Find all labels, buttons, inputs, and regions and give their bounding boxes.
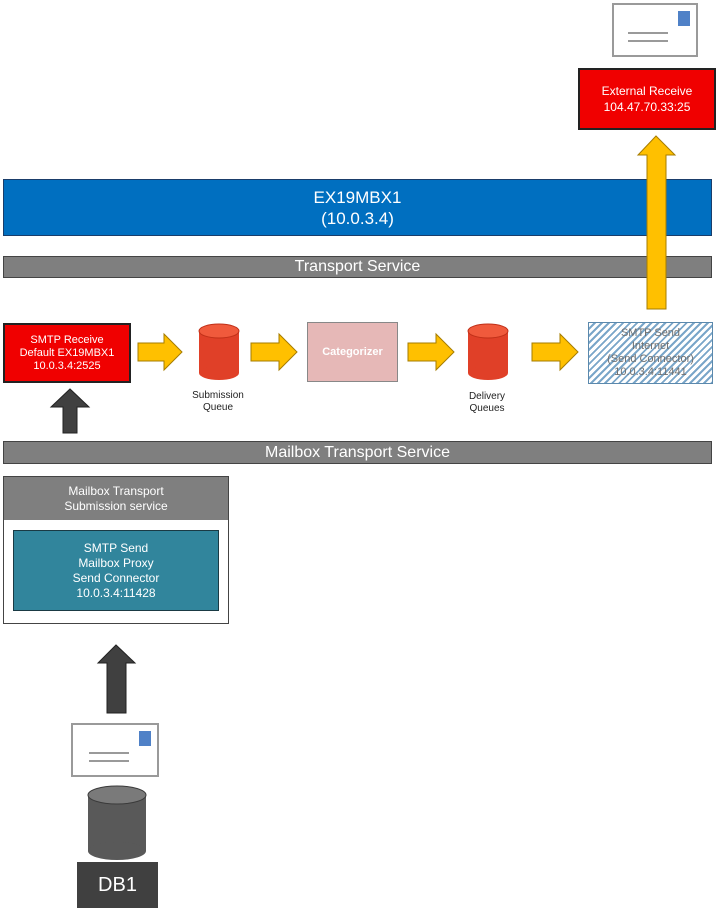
flow-arrow-icon bbox=[96, 644, 137, 714]
categorizer-box: Categorizer bbox=[307, 322, 398, 382]
flow-arrow-icon bbox=[49, 388, 91, 434]
submission-queue-label: Submission Queue bbox=[183, 390, 253, 414]
smtp-send-internet-address: 10.0.3.4:11441 bbox=[614, 366, 687, 378]
smtp-send-internet-box: SMTP Send Internet (Send Connector) 10.0… bbox=[588, 322, 713, 384]
smtp-send-internet-name: Internet bbox=[631, 340, 670, 352]
external-receive-box: External Receive 104.47.70.33:25 bbox=[578, 68, 716, 130]
flow-arrow-icon bbox=[636, 135, 677, 310]
submission-service-title-line1: Mailbox Transport bbox=[68, 483, 164, 498]
categorizer-label: Categorizer bbox=[322, 346, 383, 358]
submission-service-title-line2: Submission service bbox=[64, 498, 168, 513]
smtp-receive-connector: Default EX19MBX1 bbox=[19, 346, 115, 359]
db1-label: DB1 bbox=[98, 873, 137, 896]
delivery-queues-label: Delivery Queues bbox=[452, 391, 522, 415]
queue-cylinder-icon bbox=[467, 323, 509, 380]
database-cylinder-icon bbox=[87, 785, 147, 860]
smtp-send-internet-title: SMTP Send bbox=[620, 327, 681, 339]
server-name: EX19MBX1 bbox=[313, 187, 402, 207]
external-receive-address: 104.47.70.33:25 bbox=[603, 100, 691, 114]
smtp-send-proxy-name: Mailbox Proxy bbox=[78, 555, 154, 570]
envelope-icon bbox=[71, 723, 159, 777]
smtp-receive-title: SMTP Receive bbox=[30, 333, 104, 346]
smtp-send-proxy-address: 10.0.3.4:11428 bbox=[76, 585, 156, 600]
envelope-icon bbox=[612, 3, 698, 57]
transport-service-bar: Transport Service bbox=[3, 256, 712, 278]
submission-service-header: Mailbox Transport Submission service bbox=[4, 477, 228, 520]
submission-queue-label-line1: Submission bbox=[192, 390, 244, 401]
db1-box: DB1 bbox=[77, 862, 158, 908]
delivery-queues-label-line2: Queues bbox=[469, 403, 505, 414]
flow-arrow-icon bbox=[137, 332, 183, 372]
smtp-send-internet-type: (Send Connector) bbox=[607, 353, 694, 365]
flow-arrow-icon bbox=[407, 332, 455, 372]
smtp-send-proxy-box: SMTP Send Mailbox Proxy Send Connector 1… bbox=[13, 530, 219, 611]
smtp-receive-address: 10.0.3.4:2525 bbox=[33, 359, 101, 372]
flow-arrow-icon bbox=[531, 332, 579, 372]
transport-service-label: Transport Service bbox=[294, 258, 421, 275]
server-ip: (10.0.3.4) bbox=[321, 208, 394, 228]
flow-arrow-icon bbox=[250, 332, 298, 372]
mailbox-transport-service-label: Mailbox Transport Service bbox=[265, 443, 450, 461]
smtp-receive-box: SMTP Receive Default EX19MBX1 10.0.3.4:2… bbox=[3, 323, 131, 383]
external-receive-title: External Receive bbox=[601, 84, 693, 98]
queue-cylinder-icon bbox=[198, 323, 240, 380]
server-banner: EX19MBX1 (10.0.3.4) bbox=[3, 179, 712, 236]
smtp-send-proxy-type: Send Connector bbox=[72, 570, 160, 585]
submission-queue-label-line2: Queue bbox=[202, 402, 234, 413]
smtp-send-proxy-title: SMTP Send bbox=[83, 540, 149, 555]
mailbox-transport-service-bar: Mailbox Transport Service bbox=[3, 441, 712, 464]
delivery-queues-label-line1: Delivery bbox=[468, 391, 506, 402]
